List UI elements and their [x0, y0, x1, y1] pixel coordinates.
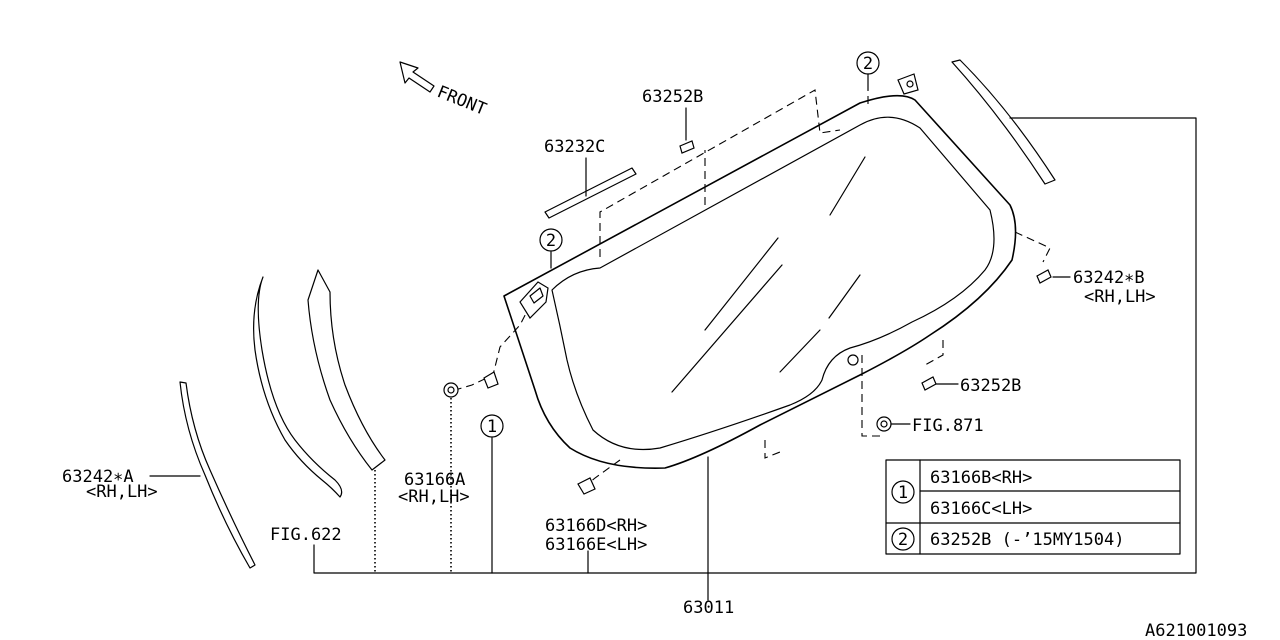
clip-63166a	[443, 382, 459, 398]
svg-text:2: 2	[863, 54, 873, 74]
callout-63252b-top: 63252B	[642, 87, 703, 107]
callout-63252b-right: 63252B	[960, 376, 1021, 396]
hinge-bracket-right	[897, 73, 919, 95]
molding-63232c	[544, 167, 637, 219]
legend-marker-2: 2	[898, 530, 908, 550]
side-garnish-left	[253, 276, 343, 498]
leader-lines	[149, 73, 1071, 601]
callout-63242b: 63242∗B	[1073, 268, 1145, 288]
clip-63242b	[1036, 269, 1052, 284]
molding-63242a	[179, 381, 256, 569]
callout-fig622: FIG.622	[270, 525, 342, 545]
molding-63242b	[951, 59, 1056, 185]
front-arrow-icon	[399, 61, 435, 93]
grommet-fig871	[876, 416, 892, 432]
diagram-id: A621001093	[1145, 621, 1247, 640]
dashed-guides	[454, 89, 1051, 485]
clip-63166d	[577, 477, 596, 495]
pillar-trim	[307, 269, 386, 471]
legend-part-63166c: 63166C<LH>	[930, 499, 1032, 519]
callout-63166a-side: <RH,LH>	[398, 487, 470, 507]
legend-part-63166b: 63166B<RH>	[930, 468, 1032, 488]
front-label: FRONT	[434, 82, 489, 120]
legend-table: 1 2 63166B<RH> 63166C<LH> 63252B (-’15MY…	[885, 459, 1181, 555]
callout-fig871: FIG.871	[912, 416, 984, 436]
svg-text:1: 1	[487, 417, 497, 437]
assembly-frame	[313, 117, 1197, 574]
callout-63242a-side: <RH,LH>	[86, 482, 158, 502]
back-door-glass	[503, 94, 1017, 469]
legend-part-63252b: 63252B (-’15MY1504)	[930, 530, 1124, 550]
clip-63252b-right	[921, 376, 937, 391]
callout-63011: 63011	[683, 598, 734, 618]
callout-63166d: 63166D<RH>	[545, 516, 647, 536]
marker-two-left: 2	[539, 228, 563, 252]
clip-63252b-top	[679, 140, 695, 154]
small-ring	[847, 354, 859, 366]
clip-marker-1	[483, 371, 499, 389]
callout-63166a: 63166A	[404, 470, 465, 490]
svg-text:2: 2	[546, 231, 556, 251]
hinge-bracket-left	[519, 281, 549, 319]
callout-63242b-side: <RH,LH>	[1084, 287, 1156, 307]
callout-63166e: 63166E<LH>	[545, 535, 647, 555]
callout-63242a: 63242∗A	[62, 467, 134, 487]
marker-two-top: 2	[856, 51, 880, 75]
marker-one: 1	[480, 414, 504, 438]
callout-63232c: 63232C	[544, 137, 605, 157]
legend-marker-1: 1	[898, 483, 908, 503]
